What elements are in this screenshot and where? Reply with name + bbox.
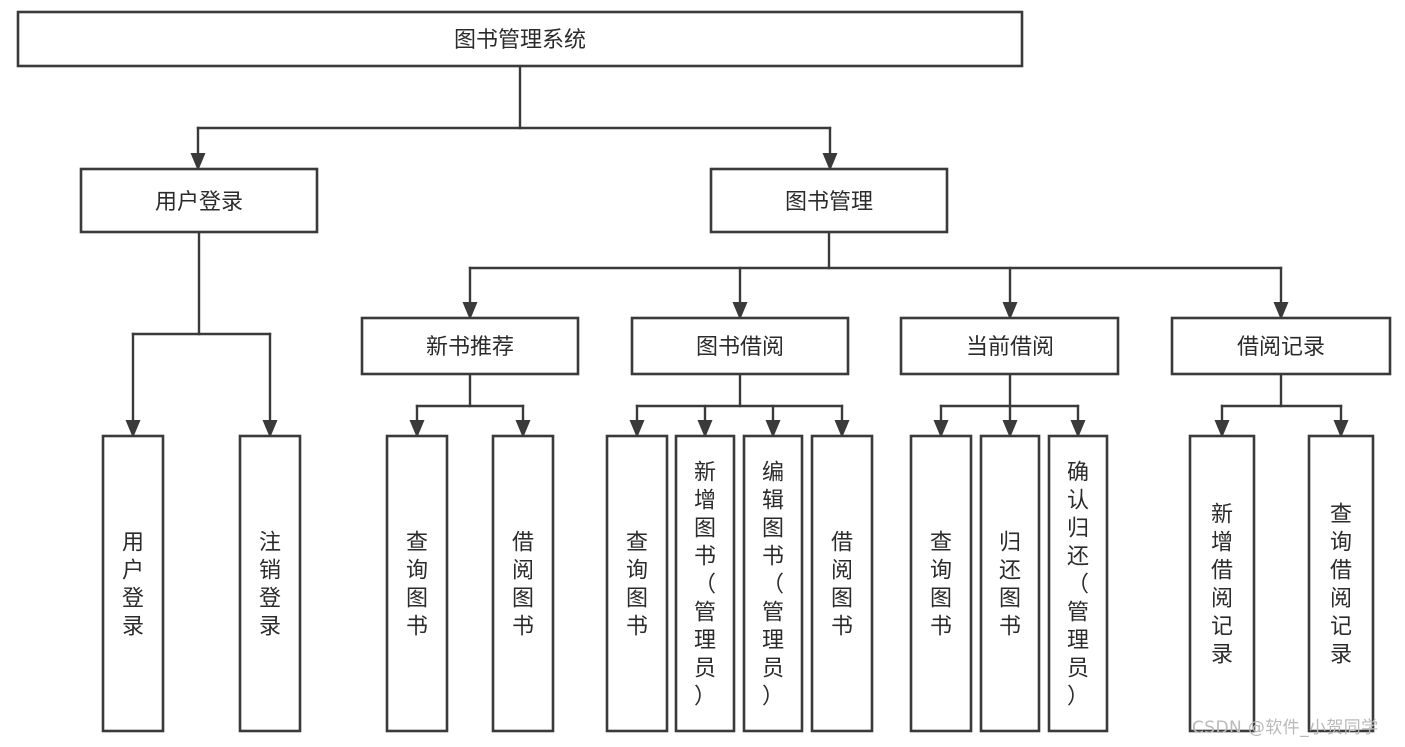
leaf-book-borrow-3-label: 编辑图书（管理员） (762, 461, 784, 710)
node-user-login[interactable]: 用户登录 (79, 167, 319, 234)
leaf-current-borrow-1[interactable]: 查询图书 (909, 434, 973, 733)
connector-bookmgmt-to-level3 (462, 230, 1289, 320)
node-current-borrow-label: 当前借阅 (966, 335, 1054, 360)
leaf-book-borrow-2[interactable]: 新增图书（管理员） (674, 434, 736, 733)
node-new-book-recommend[interactable]: 新书推荐 (360, 316, 580, 376)
node-user-login-label: 用户登录 (155, 190, 243, 215)
leaf-borrow-record-1-label: 新增借阅记录 (1211, 503, 1233, 668)
connector-bookborrow-to-leaves (629, 372, 850, 438)
leaf-new-book-1-label: 查询图书 (406, 531, 428, 640)
node-book-management-label: 图书管理 (785, 190, 873, 215)
connector-borrowrecord-to-leaves (1214, 372, 1349, 438)
node-borrow-record-label: 借阅记录 (1237, 335, 1325, 360)
leaf-borrow-record-2-label: 查询借阅记录 (1330, 503, 1352, 668)
leaf-book-borrow-3[interactable]: 编辑图书（管理员） (742, 434, 804, 733)
connector-userlogin-to-leaves (125, 230, 278, 438)
leaf-borrow-record-1[interactable]: 新增借阅记录 (1188, 434, 1256, 733)
leaf-new-book-2-label: 借阅图书 (512, 531, 534, 640)
node-book-borrow[interactable]: 图书借阅 (630, 316, 850, 376)
leaf-current-borrow-3-label: 确认归还（管理员） (1067, 461, 1089, 710)
leaf-borrow-record-2[interactable]: 查询借阅记录 (1307, 434, 1375, 733)
leaf-book-borrow-2-label: 新增图书（管理员） (694, 461, 716, 710)
node-current-borrow[interactable]: 当前借阅 (899, 316, 1120, 376)
connector-newbook-to-leaves (409, 372, 531, 438)
leaf-book-borrow-4[interactable]: 借阅图书 (810, 434, 874, 733)
connector-root-to-level2 (190, 64, 838, 171)
leaf-current-borrow-3[interactable]: 确认归还（管理员） (1047, 434, 1109, 733)
leaf-new-book-2[interactable]: 借阅图书 (491, 434, 555, 733)
leaf-current-borrow-2-label: 归还图书 (999, 531, 1021, 640)
leaf-current-borrow-2[interactable]: 归还图书 (979, 434, 1041, 733)
leaf-current-borrow-1-label: 查询图书 (930, 531, 952, 640)
node-root-system[interactable]: 图书管理系统 (16, 10, 1024, 68)
leaf-user-login-2-label: 注销登录 (259, 531, 281, 640)
node-new-book-recommend-label: 新书推荐 (426, 335, 514, 360)
node-root-label: 图书管理系统 (454, 28, 586, 53)
node-book-management[interactable]: 图书管理 (709, 167, 949, 234)
node-book-borrow-label: 图书借阅 (696, 335, 784, 360)
connector-currentborrow-to-leaves (933, 372, 1086, 438)
leaf-new-book-1[interactable]: 查询图书 (385, 434, 449, 733)
leaf-book-borrow-4-label: 借阅图书 (831, 531, 853, 640)
leaf-user-login-1[interactable]: 用户登录 (101, 434, 165, 733)
leaf-book-borrow-1-label: 查询图书 (626, 531, 648, 640)
leaf-user-login-1-label: 用户登录 (122, 531, 144, 640)
node-borrow-record[interactable]: 借阅记录 (1170, 316, 1392, 376)
leaf-user-login-2[interactable]: 注销登录 (238, 434, 302, 733)
leaf-book-borrow-1[interactable]: 查询图书 (605, 434, 669, 733)
